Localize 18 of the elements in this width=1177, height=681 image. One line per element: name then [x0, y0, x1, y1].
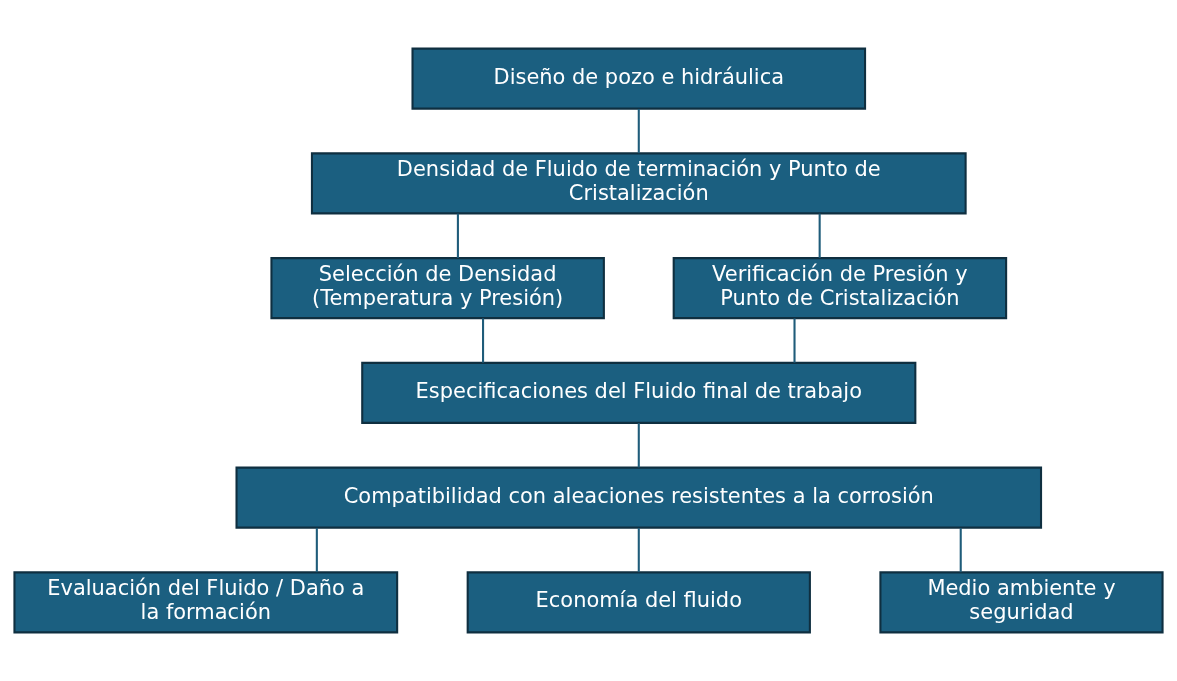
node-box: Selección de Densidad (Temperatura y Presión) — [270, 257, 605, 320]
connector — [818, 213, 821, 258]
connector — [637, 108, 640, 154]
node-box: Verificación de Presión y Punto de Cristalización — [672, 257, 1008, 320]
node-box: Diseño de pozo e hidráulica — [411, 47, 867, 110]
connector — [482, 318, 485, 363]
connector — [637, 527, 640, 573]
node-box: Medio ambiente y seguridad — [879, 571, 1164, 634]
connector — [315, 527, 318, 573]
connector — [959, 527, 962, 573]
node-box: Densidad de Fluido de terminación y Punto de Cristalización — [310, 152, 967, 215]
node-box: Compatibilidad con aleaciones resistentes a la corrosión — [235, 466, 1043, 529]
connector — [637, 423, 640, 468]
node-box: Especificaciones del Fluido final de trabajo — [361, 361, 917, 424]
connector — [456, 213, 459, 258]
node-box: Economía del fluido — [466, 571, 811, 634]
node-box: Evaluación del Fluido / Daño a la formación — [13, 571, 399, 634]
connector — [793, 318, 796, 363]
